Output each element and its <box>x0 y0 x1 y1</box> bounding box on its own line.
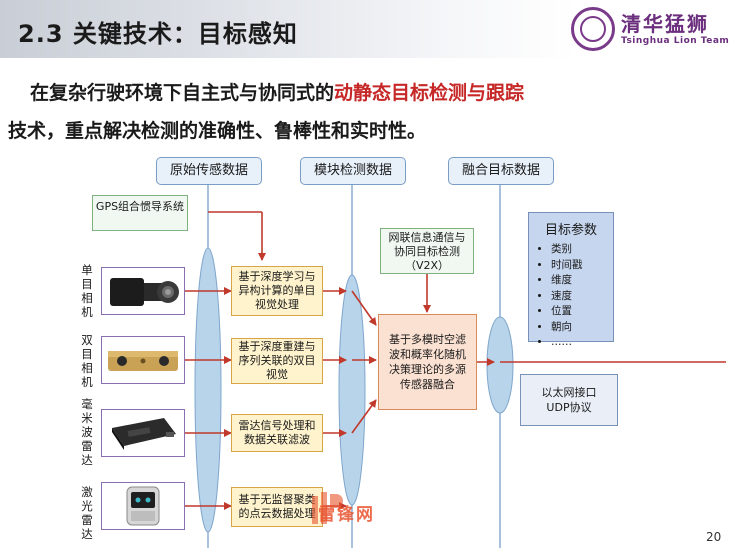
param-item: 时间戳 <box>551 258 613 274</box>
radar-icon <box>112 418 176 450</box>
lidar-image <box>101 482 185 530</box>
target-parameters-list: 类别 时间戳 维度 速度 位置 朝向 …… <box>529 242 613 351</box>
param-item: 朝向 <box>551 320 613 336</box>
intro-line-1: 在复杂行驶环境下自主式与协同式的动静态目标检测与跟踪 <box>30 78 524 105</box>
tsinghua-seal-icon <box>571 7 615 51</box>
header-raw-sensor-data: 原始传感数据 <box>156 157 262 185</box>
mono-camera-icon <box>110 278 179 306</box>
sensor-label-mmwave-radar: 毫米波雷达 <box>81 397 93 467</box>
param-item: 位置 <box>551 304 613 320</box>
module-data-bus <box>338 274 366 506</box>
multi-sensor-fusion-box: 基于多模时空滤波和概率化随机决策理论的多源传感器融合 <box>378 314 477 410</box>
process-mono-vision: 基于深度学习与异构计算的单目视觉处理 <box>231 266 323 316</box>
param-item: 速度 <box>551 289 613 305</box>
mmwave-radar-image <box>101 409 185 457</box>
stereo-camera-image <box>101 336 185 384</box>
sensor-label-lidar: 激光雷达 <box>81 485 93 541</box>
gps-ins-box: GPS组合惯导系统 <box>92 195 188 231</box>
sensor-label-mono-camera: 单目相机 <box>81 263 93 319</box>
mono-camera-image <box>101 267 185 315</box>
watermark-logo-icon <box>312 492 343 524</box>
intro-highlight: 动静态目标检测与跟踪 <box>334 82 525 104</box>
watermark-text: 雷锋网 <box>318 505 375 525</box>
fusion-data-bus <box>486 316 514 414</box>
header-module-detection-data: 模块检测数据 <box>300 157 406 185</box>
header-bar <box>0 0 740 58</box>
param-item: …… <box>551 335 613 351</box>
sensor-label-stereo-camera: 双目相机 <box>81 333 93 389</box>
page-number: 20 <box>706 530 722 544</box>
ethernet-udp-box: 以太网接口UDP协议 <box>520 374 618 426</box>
process-stereo-vision: 基于深度重建与序列关联的双目视觉 <box>231 338 323 384</box>
intro-text: 在复杂行驶环境下自主式与协同式的 <box>30 82 335 104</box>
header-fused-target-data: 融合目标数据 <box>448 157 554 185</box>
param-item: 类别 <box>551 242 613 258</box>
param-item: 维度 <box>551 273 613 289</box>
target-parameters-title: 目标参数 <box>544 223 597 238</box>
v2x-box: 网联信息通信与协同目标检测（V2X） <box>380 228 474 274</box>
process-lidar: 基于无监督聚类的点云数据处理 <box>231 487 323 527</box>
intro-line-2: 技术，重点解决检测的准确性、鲁棒性和实时性。 <box>8 120 427 142</box>
lidar-icon <box>126 486 160 526</box>
logo-name-cn: 清华猛狮 <box>621 12 709 36</box>
target-parameters-box: 目标参数 类别 时间戳 维度 速度 位置 朝向 …… <box>528 212 614 348</box>
logo-name-en: Tsinghua Lion Team <box>621 36 730 46</box>
slide-title: 2.3 关键技术：目标感知 <box>18 20 298 48</box>
process-radar: 雷达信号处理和数据关联滤波 <box>231 414 323 452</box>
stereo-camera-icon <box>108 351 178 371</box>
raw-data-bus <box>194 247 222 533</box>
